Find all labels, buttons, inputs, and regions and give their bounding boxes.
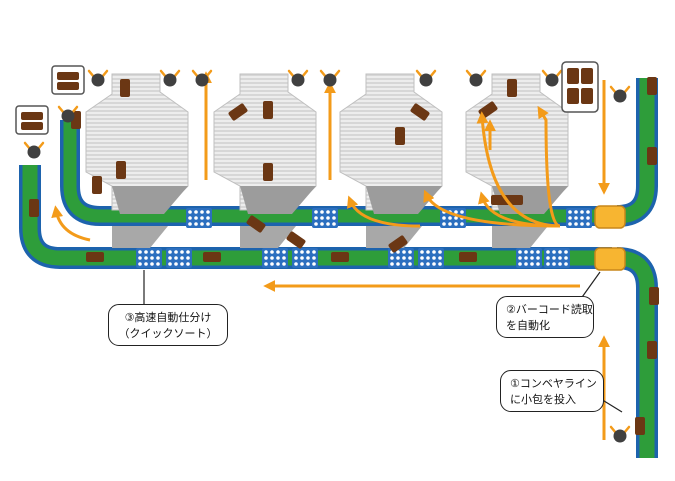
operator-icon <box>57 105 79 123</box>
parcel-icon <box>86 252 104 262</box>
sorter-module-icon <box>166 248 192 268</box>
sorter-module-icon <box>388 248 414 268</box>
operator-icon <box>465 69 487 87</box>
parcel-icon <box>92 176 102 194</box>
operator-icon <box>415 69 437 87</box>
step2-callout: ②バーコード読取 を自動化 <box>496 296 594 338</box>
parcel-icon <box>410 103 430 121</box>
parcel-icon <box>286 231 306 249</box>
barcode-scanner-icon <box>594 205 626 271</box>
step3-line2: （クイックソート） <box>118 327 218 340</box>
operator-icon <box>609 425 631 443</box>
operator-icon <box>609 85 631 103</box>
chute-hopper-2 <box>213 73 317 214</box>
parcel-icon <box>29 199 39 217</box>
step3-callout: ③高速自動仕分け （クイックソート） <box>108 304 228 346</box>
parcel-icon <box>649 287 659 305</box>
operator-icon <box>287 69 309 87</box>
sorter-module-icon <box>418 248 444 268</box>
parcel-icon <box>120 79 130 97</box>
parcel-icon <box>395 127 405 145</box>
parcel-icon <box>263 163 273 181</box>
chute-hopper-3 <box>339 73 443 214</box>
parcel-icon <box>203 252 221 262</box>
operators <box>23 69 631 443</box>
flow-arrow-icon <box>51 71 610 440</box>
sorter-module-icon <box>566 208 592 228</box>
operator-icon <box>23 141 45 159</box>
parcel-icon <box>647 147 657 165</box>
step2-line1: ②バーコード読取 <box>506 303 593 316</box>
step1-line1: ①コンベヤライン <box>510 377 597 390</box>
parcel-icon <box>331 252 349 262</box>
parcel-icon <box>635 417 645 435</box>
step2-line2: を自動化 <box>506 319 550 332</box>
parcel-icon <box>246 215 266 233</box>
diverter-gates <box>112 226 548 248</box>
parcel-icon <box>647 77 657 95</box>
step1-callout: ①コンベヤライン に小包を投入 <box>500 370 604 412</box>
sorter-module-icon <box>136 248 162 268</box>
sorter-module-icon <box>186 208 212 228</box>
operator-icon <box>159 69 181 87</box>
step1-line2: に小包を投入 <box>510 393 576 406</box>
operator-icon <box>191 69 213 87</box>
operator-icon <box>87 69 109 87</box>
parcel-icon <box>388 235 408 253</box>
sorter-module-icon <box>262 248 288 268</box>
operator-icon <box>319 69 341 87</box>
sorter-module-icon <box>516 248 542 268</box>
parcel-icon <box>459 252 477 262</box>
operator-icon <box>541 69 563 87</box>
parcel-cart-icon <box>15 61 599 135</box>
step3-line1: ③高速自動仕分け <box>124 311 212 324</box>
parcel-icon <box>228 103 248 121</box>
parcel-icon <box>116 161 126 179</box>
sorter-modules <box>136 208 592 268</box>
parcel-icon <box>263 101 273 119</box>
sorter-module-icon <box>312 208 338 228</box>
chute-hopper-1 <box>85 73 189 214</box>
conveyor-outer-loop <box>19 165 612 269</box>
parcel-icon <box>507 79 517 97</box>
sorter-module-icon <box>544 248 570 268</box>
parcel-icon <box>647 341 657 359</box>
conveyor-inner-loop <box>60 120 612 226</box>
sorter-module-icon <box>292 248 318 268</box>
